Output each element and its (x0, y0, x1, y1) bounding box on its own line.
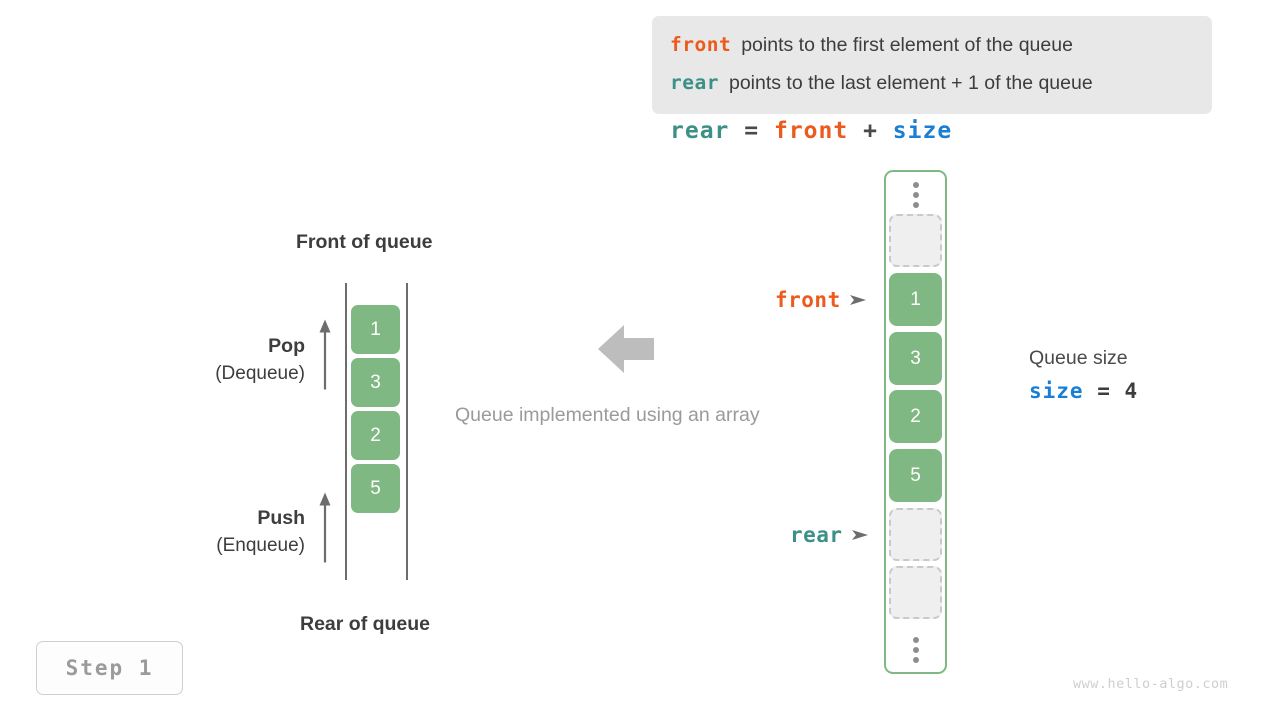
pop-arrow-icon (319, 319, 331, 390)
array-container (884, 170, 947, 674)
push-subtitle: (Enqueue) (216, 535, 305, 556)
ellipsis-bottom-icon (911, 637, 920, 663)
pointer-arrow-icon (851, 530, 868, 540)
size-number: 4 (1124, 379, 1139, 403)
array-slot-empty (889, 508, 942, 561)
array-slot-empty (889, 566, 942, 619)
array-slot-empty (889, 214, 942, 267)
size-equals: = (1097, 379, 1111, 403)
push-label: Push (Enqueue) (90, 505, 305, 560)
formula-rear-equals-front-plus-size: rear = front + size (670, 118, 952, 144)
ellipsis-top-icon (911, 182, 920, 208)
size-keyword: size (1029, 379, 1084, 403)
explanation-line-rear: rear points to the last element + 1 of th… (670, 64, 1194, 102)
queue-size-value: size = 4 (1029, 373, 1138, 409)
rear-pointer-label: rear (790, 523, 843, 547)
rear-keyword: rear (670, 71, 719, 94)
queue-box: 2 (351, 411, 400, 460)
formula-front: front (773, 118, 849, 144)
array-slot-filled: 5 (889, 449, 942, 502)
queue-box: 3 (351, 358, 400, 407)
rear-of-queue-label: Rear of queue (300, 613, 431, 635)
pop-subtitle: (Dequeue) (215, 363, 305, 384)
pop-label: Pop (Dequeue) (90, 333, 305, 388)
array-slot-filled: 2 (889, 390, 942, 443)
arrow-left-icon (598, 325, 654, 373)
push-title: Push (257, 507, 305, 529)
watermark: www.hello-algo.com (1073, 676, 1229, 692)
queue-size-block: Queue size size = 4 (1029, 343, 1138, 409)
pointer-arrow-icon (849, 295, 866, 305)
queue-size-title: Queue size (1029, 347, 1128, 369)
explanation-line-front: front points to the first element of the … (670, 26, 1194, 64)
formula-equals: = (744, 118, 760, 144)
front-of-queue-label: Front of queue (296, 231, 433, 253)
queue-rail-right (406, 283, 408, 580)
push-arrow-icon (319, 492, 331, 563)
center-caption: Queue implemented using an array (455, 404, 760, 426)
queue-box: 5 (351, 464, 400, 513)
array-slot-filled: 3 (889, 332, 942, 385)
queue-box: 1 (351, 305, 400, 354)
formula-rear: rear (670, 118, 730, 144)
front-pointer-label: front (775, 288, 841, 312)
step-badge: Step 1 (36, 641, 183, 695)
formula-plus: + (863, 118, 878, 144)
rear-description: points to the last element + 1 of the qu… (728, 72, 1093, 94)
rear-pointer: rear (790, 523, 870, 547)
pop-title: Pop (268, 335, 305, 357)
front-description: points to the first element of the queue (741, 34, 1073, 56)
array-slot-filled: 1 (889, 273, 942, 326)
formula-size: size (892, 118, 953, 144)
explanation-box: front points to the first element of the … (652, 16, 1212, 114)
front-keyword: front (670, 33, 732, 56)
front-pointer: front (775, 288, 868, 312)
queue-rail-left (345, 283, 347, 580)
